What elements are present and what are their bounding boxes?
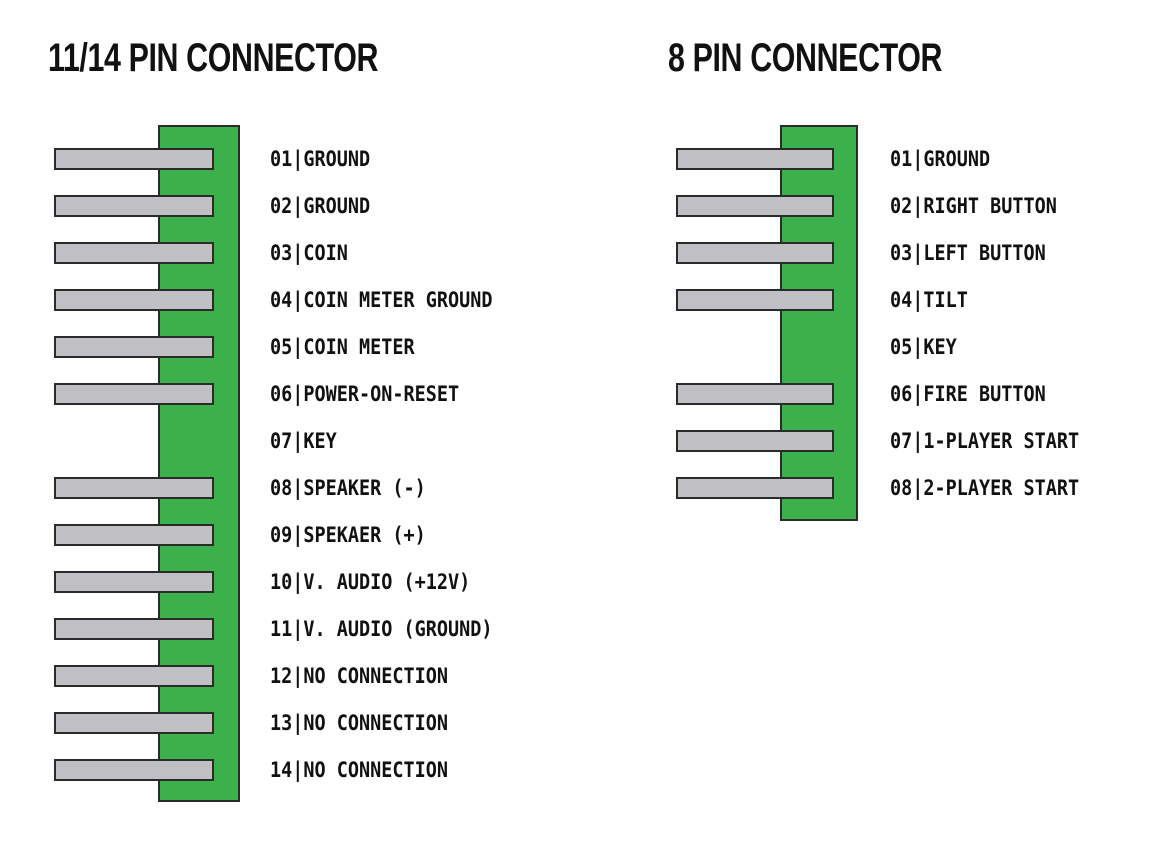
pin-label: 08|SPEAKER (-) [270,476,426,500]
pin-contact [676,383,834,405]
pin-label: 08|2-PLAYER START [890,476,1080,500]
pin-label: 10|V. AUDIO (+12V) [270,570,471,594]
pin-contact [54,665,214,687]
pin-label: 06|POWER-ON-RESET [270,382,460,406]
pin-label: 03|LEFT BUTTON [890,241,1046,265]
pin-label: 13|NO CONNECTION [270,711,449,735]
pin-label: 02|GROUND [270,194,371,218]
pin-contact [54,336,214,358]
pin-label: 03|COIN [270,241,348,265]
connector-8-pin-board [780,125,858,521]
connector-11-14-pin-title: 11/14 PIN CONNECTOR [48,36,379,80]
pin-contact [54,383,214,405]
pin-label: 02|RIGHT BUTTON [890,194,1057,218]
pin-contact [54,759,214,781]
pin-label: 09|SPEKAER (+) [270,523,426,547]
pin-contact [54,618,214,640]
pin-label: 05|KEY [890,335,957,359]
pin-label: 01|GROUND [890,147,991,171]
pin-contact [676,148,834,170]
pin-label: 06|FIRE BUTTON [890,382,1046,406]
pin-contact [54,242,214,264]
pin-label: 05|COIN METER [270,335,415,359]
pin-contact [54,289,214,311]
pin-contact [54,571,214,593]
pin-contact [676,477,834,499]
pin-label: 04|TILT [890,288,968,312]
pin-contact [676,195,834,217]
pin-label: 07|KEY [270,429,337,453]
pin-contact [676,242,834,264]
pin-label: 12|NO CONNECTION [270,664,449,688]
pin-contact [54,712,214,734]
pin-label: 07|1-PLAYER START [890,429,1080,453]
pin-label: 01|GROUND [270,147,371,171]
pin-contact [54,477,214,499]
pin-contact [676,289,834,311]
pin-label: 04|COIN METER GROUND [270,288,493,312]
pin-label: 14|NO CONNECTION [270,758,449,782]
pin-contact [54,195,214,217]
connector-11-14-pin-board [158,125,240,802]
pin-contact [54,148,214,170]
connector-8-pin-title: 8 PIN CONNECTOR [668,36,943,80]
pin-label: 11|V. AUDIO (GROUND) [270,617,493,641]
pin-contact [676,430,834,452]
pin-contact [54,524,214,546]
